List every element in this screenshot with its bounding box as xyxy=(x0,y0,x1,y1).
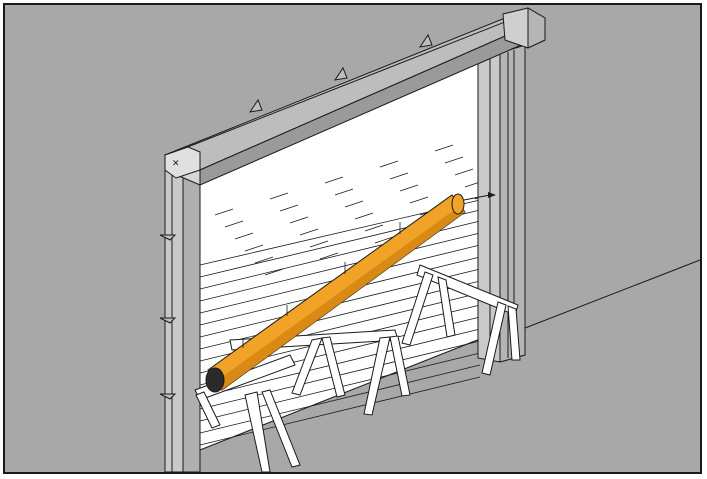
floor-tile-dash xyxy=(379,160,399,168)
floor-tile-line xyxy=(199,280,481,350)
floor-tile-dash xyxy=(289,216,309,224)
floor-tile-dash xyxy=(434,144,454,152)
floor-tile-line xyxy=(199,364,481,434)
floor-tile-dash xyxy=(254,256,274,264)
mounting-brackets xyxy=(159,33,433,400)
floor-tile-dash xyxy=(454,168,474,176)
floor-tile-dash xyxy=(334,188,354,196)
floor-tile-dash xyxy=(374,236,394,244)
wall-edge xyxy=(519,259,701,331)
side-wall xyxy=(470,260,700,472)
floor-tile-line xyxy=(199,376,481,446)
floor-tile-dash xyxy=(224,220,244,228)
top-header-beam xyxy=(163,17,530,186)
floor-tile-dash xyxy=(299,228,319,236)
floor-tile-dash xyxy=(354,212,374,220)
floor-tile-dash xyxy=(389,172,409,180)
floor-tile-dash xyxy=(409,196,429,204)
sawhorse-3 xyxy=(401,264,521,376)
floor-tile-dash xyxy=(264,268,284,276)
floor-tile-line xyxy=(199,328,481,398)
floor-tile-dash xyxy=(214,208,234,216)
floor-tile-dash xyxy=(324,176,344,184)
floor-tile-dash xyxy=(364,224,384,232)
floor-tile-dash xyxy=(234,232,254,240)
floor-tile-line xyxy=(199,232,481,302)
svg-text:✕: ✕ xyxy=(172,159,180,169)
floor-tile-dash xyxy=(319,252,339,260)
floor-tile-dash xyxy=(399,184,419,192)
floor-tile-dash xyxy=(244,244,264,252)
floor-tile-dash xyxy=(344,200,364,208)
fabric-roll xyxy=(205,192,496,393)
door-frame-right-post xyxy=(477,44,526,363)
sawhorse-2 xyxy=(229,329,411,416)
floor-tile-dash xyxy=(269,192,289,200)
motor-housing xyxy=(502,7,546,49)
end-cap-left: ✕ xyxy=(164,146,201,179)
floor-tile-dash xyxy=(279,204,299,212)
floor-tile-dash xyxy=(309,240,329,248)
door-frame-left-post xyxy=(164,154,201,473)
floor-tile-dash xyxy=(444,156,464,164)
